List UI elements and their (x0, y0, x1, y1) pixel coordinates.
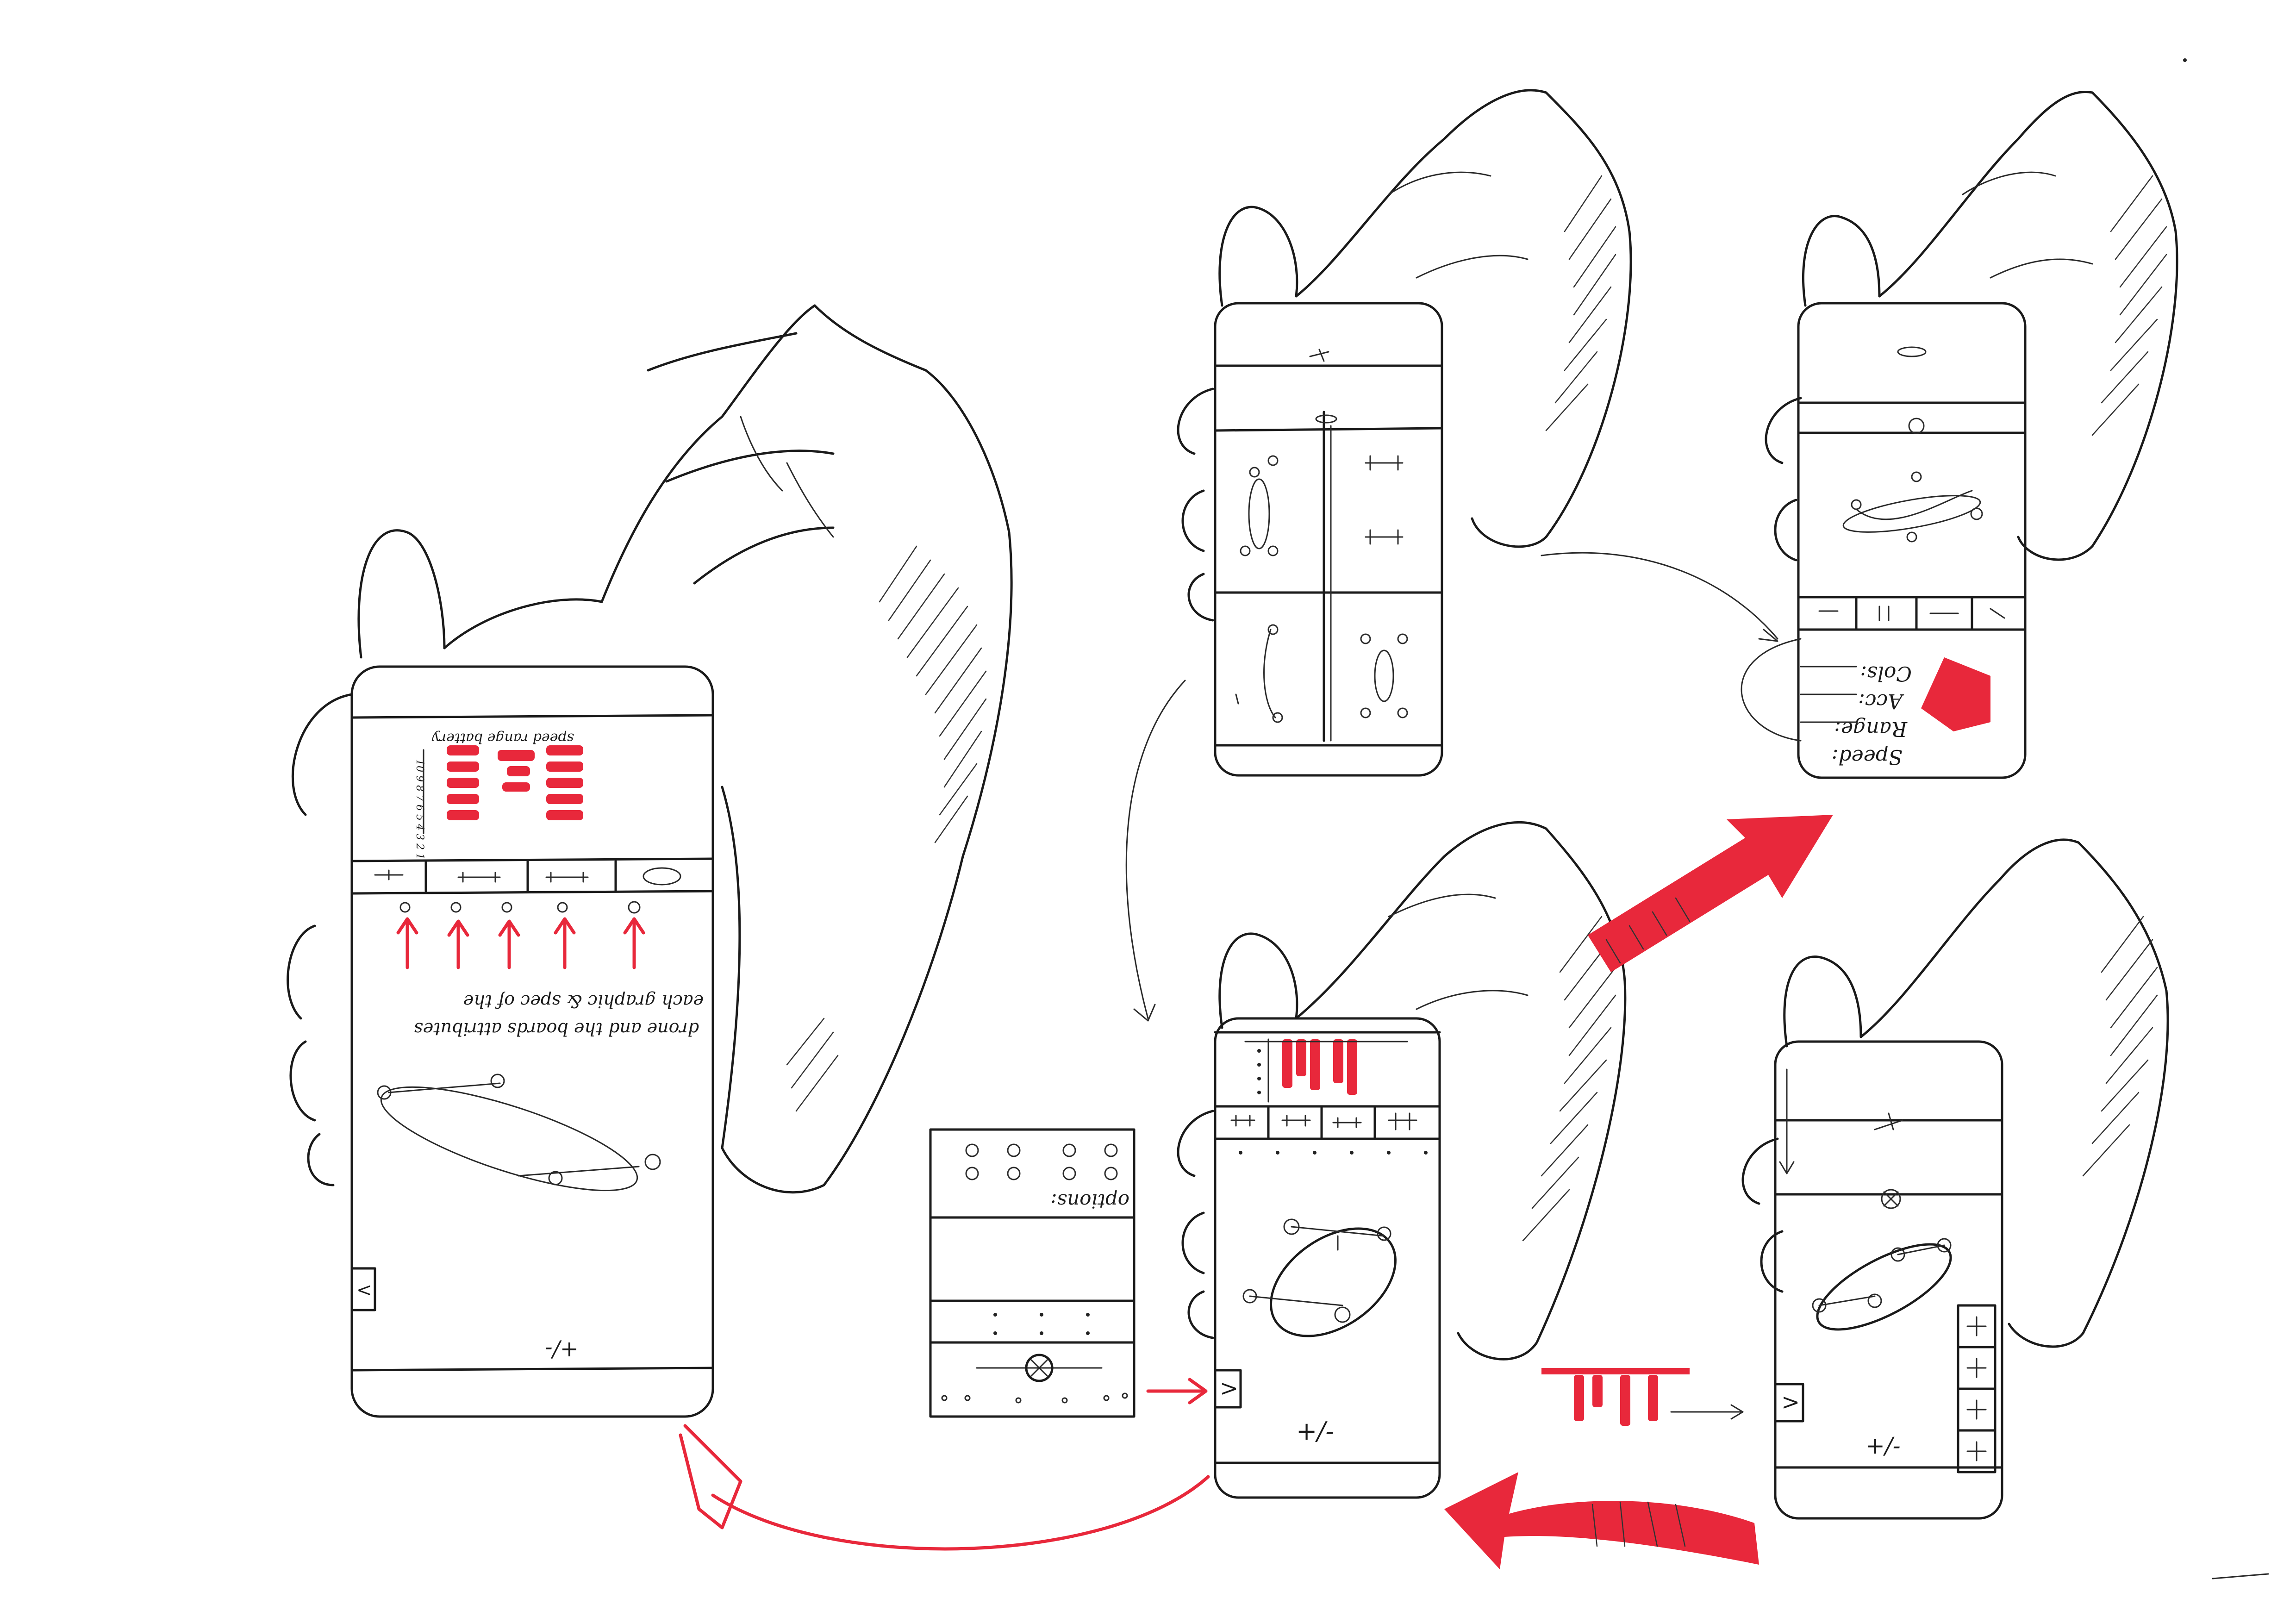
bottom-right-drone-drawing (1812, 1238, 1952, 1331)
top-right-stat-range: Range: (1834, 717, 1908, 741)
top-middle-phone-body (1214, 302, 1443, 777)
big-red-arrow-curve (1444, 1472, 1759, 1569)
options-title: options: (1050, 1190, 1129, 1212)
bottom-middle-drone-tabs[interactable] (1230, 1105, 1417, 1140)
bottom-right-drone-icon (1874, 1112, 1903, 1130)
options-panel-sketch: options: (929, 1128, 1136, 1418)
top-right-phone-body (1797, 302, 2027, 779)
left-phone-attribute-arrows (396, 901, 645, 969)
options-panel-body (929, 1128, 1136, 1418)
left-phone-side-button-label: < (356, 1280, 372, 1301)
drone-tab-icon-1[interactable] (374, 869, 404, 880)
left-phone-side-button[interactable] (350, 1267, 376, 1311)
bottom-middle-side-button-label: > (1220, 1375, 1238, 1401)
arrow-grid-to-customise (1125, 680, 1186, 1022)
bottom-right-side-button[interactable] (1774, 1383, 1804, 1423)
stray-dot (2183, 58, 2187, 62)
options-grid[interactable] (965, 1143, 1118, 1180)
top-right-stats-panel: Cols: Acc: Range: Speed: (1741, 638, 1990, 768)
top-right-hand-hatching (2091, 175, 2167, 436)
drone-tab-icon-3[interactable] (545, 872, 589, 883)
options-dot-grid (993, 1313, 1090, 1335)
top-right-stat-cols: Cols: (1860, 662, 1912, 685)
bottom-middle-phone-body (1214, 1017, 1441, 1499)
stray-mark (2212, 1573, 2269, 1579)
left-phone-drone-tabs[interactable] (374, 860, 681, 893)
bottom-right-compass-icon[interactable] (1881, 1189, 1901, 1209)
left-phone-zoom-label[interactable]: +/- (545, 1337, 579, 1363)
top-right-compass-icon[interactable] (1908, 418, 1925, 434)
options-dot-row (941, 1392, 1128, 1404)
top-middle-phone-sketch (1177, 89, 1632, 777)
bottom-right-phone-sketch: > +/- (1741, 838, 2169, 1520)
bottom-middle-drone-drawing (1242, 1218, 1397, 1337)
bottom-right-phone-body (1774, 1040, 2003, 1520)
left-phone-header-note: speed range battery (431, 730, 574, 746)
top-middle-hand-hatching (1545, 175, 1616, 431)
red-chart-glyph (1541, 1368, 1744, 1426)
top-middle-drone-grid[interactable] (1235, 455, 1408, 723)
top-right-red-radar (1921, 657, 1990, 731)
bottom-middle-bar-chart (1244, 1038, 1408, 1103)
bottom-right-side-button-label: > (1781, 1389, 1800, 1415)
bottom-right-hand-hatching (2082, 916, 2158, 1177)
red-arrow-options-to-phone (1146, 1378, 1208, 1405)
bottom-right-drone-column[interactable] (1957, 1304, 1997, 1473)
top-right-stat-acc: Acc: (1858, 689, 1904, 713)
left-hand-hatching (786, 545, 987, 1112)
bottom-middle-dot-row (1239, 1151, 1428, 1155)
bottom-middle-zoom-label[interactable]: +/- (1296, 1417, 1334, 1446)
red-arrowhead-return (679, 1424, 742, 1529)
left-phone-sketch: speed range battery 10 9 8 7 6 5 4 3 2 1 (287, 304, 1013, 1418)
left-phone-drone-drawing (377, 1074, 661, 1192)
left-phone-annotation-1: each graphic & spec of the (463, 991, 704, 1011)
options-selector-icon[interactable] (1025, 1354, 1054, 1382)
top-right-drone-drawing (1842, 471, 1983, 543)
drone-tab-icon-2[interactable] (457, 872, 501, 883)
bottom-middle-side-button[interactable] (1214, 1369, 1242, 1409)
arrow-grid-to-detail (1541, 552, 1778, 642)
top-right-stat-speed: Speed: (1832, 745, 1903, 768)
top-right-phone-sketch: Cols: Acc: Range: Speed: (1741, 91, 2178, 779)
bottom-right-zoom-label[interactable]: +/- (1866, 1432, 1901, 1459)
left-hand-sketch (287, 304, 1013, 1194)
bottom-middle-hand-hatching (1522, 916, 1616, 1242)
red-curve-return (711, 1475, 1210, 1551)
left-phone-bar-chart (447, 745, 583, 820)
top-middle-drone-icon (1309, 349, 1329, 362)
drone-tab-icon-4[interactable] (643, 867, 681, 886)
big-red-arrow-up (1588, 815, 1833, 972)
left-phone-annotation-2: drone and the boards attributes (414, 1019, 699, 1039)
bottom-middle-phone-sketch: > +/- (1177, 821, 1627, 1499)
left-phone-body (350, 665, 714, 1418)
